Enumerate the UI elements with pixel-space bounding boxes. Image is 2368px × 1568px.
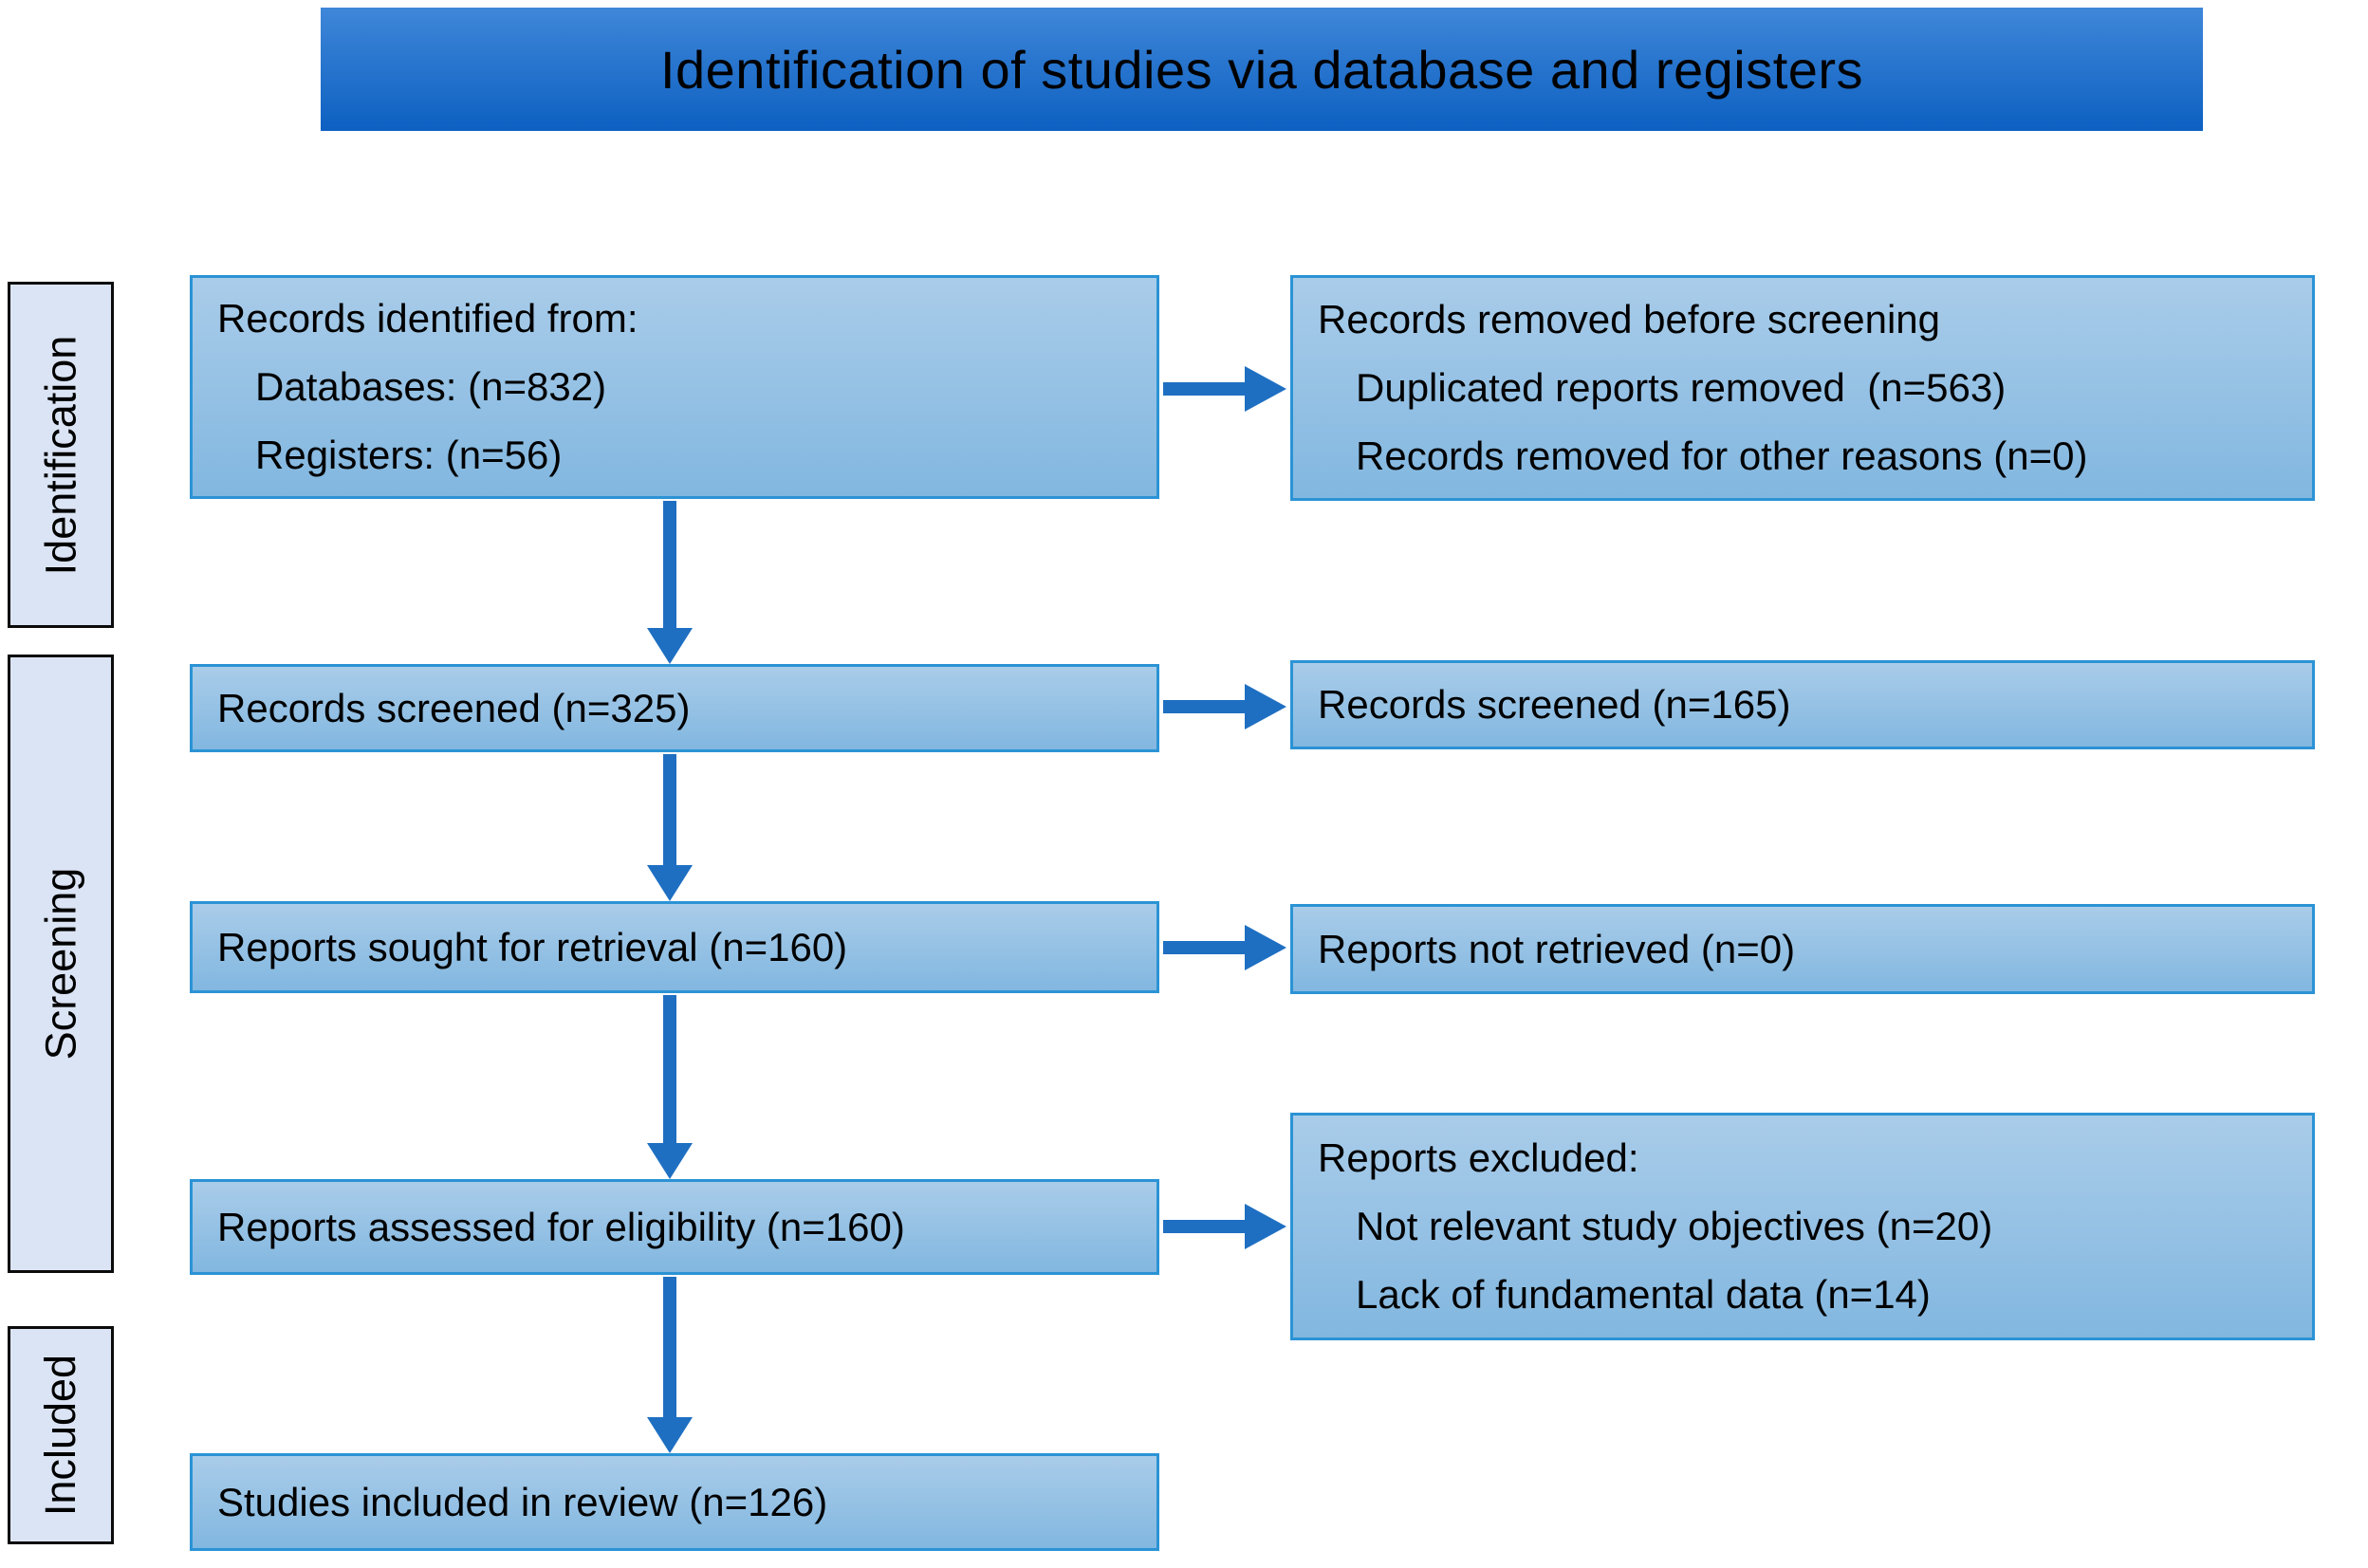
arrow-stem xyxy=(1163,941,1249,954)
records-screened-out-box: Records screened (n=165) xyxy=(1290,660,2315,749)
studies-included-box: Studies included in review (n=126) xyxy=(190,1453,1159,1551)
arrow-stem xyxy=(1163,1220,1249,1233)
box-text-line: Duplicated reports removed (n=563) xyxy=(1356,365,2007,410)
stage-label-screening: Screening xyxy=(8,655,114,1273)
box-text-line: Not relevant study objectives (n=20) xyxy=(1356,1204,1993,1248)
arrow-down-icon xyxy=(647,1277,693,1453)
stage-label-identification: Identification xyxy=(8,282,114,628)
arrow-head xyxy=(1245,1204,1286,1249)
arrow-down-icon xyxy=(647,501,693,664)
records-removed-box: Records removed before screening Duplica… xyxy=(1290,275,2315,501)
box-text-line: Records screened (n=165) xyxy=(1318,682,1791,727)
arrow-stem xyxy=(1163,700,1249,713)
arrow-head xyxy=(1245,366,1286,412)
arrow-stem xyxy=(663,754,676,865)
box-text-line: Reports assessed for eligibility (n=160) xyxy=(217,1204,905,1249)
stage-label-text: Screening xyxy=(36,867,85,1061)
diagram-title: Identification of studies via database a… xyxy=(659,39,1864,100)
box-text-line: Databases: (n=832) xyxy=(255,364,607,409)
arrow-right-icon xyxy=(1163,684,1286,729)
diagram-title-bar: Identification of studies via database a… xyxy=(321,8,2203,131)
reports-not-retrieved-box: Reports not retrieved (n=0) xyxy=(1290,904,2315,994)
arrow-head xyxy=(647,865,693,901)
arrow-right-icon xyxy=(1163,925,1286,970)
arrow-head xyxy=(1245,684,1286,729)
stage-label-included: Included xyxy=(8,1326,114,1544)
box-text-line: Records removed for other reasons (n=0) xyxy=(1356,434,2088,478)
arrow-down-icon xyxy=(647,995,693,1179)
reports-excluded-box: Reports excluded: Not relevant study obj… xyxy=(1290,1113,2315,1340)
box-text-line: Studies included in review (n=126) xyxy=(217,1479,828,1524)
reports-assessed-box: Reports assessed for eligibility (n=160) xyxy=(190,1179,1159,1275)
box-text-line: Lack of fundamental data (n=14) xyxy=(1356,1272,1931,1317)
box-text-line: Records removed before screening xyxy=(1318,297,1941,341)
arrow-stem xyxy=(1163,382,1249,396)
arrow-stem xyxy=(663,1277,676,1417)
box-text-line: Registers: (n=56) xyxy=(255,433,563,477)
arrow-head xyxy=(647,628,693,664)
box-text-line: Reports sought for retrieval (n=160) xyxy=(217,924,848,969)
arrow-stem xyxy=(663,501,676,628)
arrow-right-icon xyxy=(1163,1204,1286,1249)
stage-label-text: Included xyxy=(36,1354,85,1517)
arrow-head xyxy=(1245,925,1286,970)
reports-sought-box: Reports sought for retrieval (n=160) xyxy=(190,901,1159,993)
records-identified-box: Records identified from: Databases: (n=8… xyxy=(190,275,1159,499)
records-screened-box: Records screened (n=325) xyxy=(190,664,1159,752)
stage-label-text: Identification xyxy=(36,335,85,575)
arrow-right-icon xyxy=(1163,366,1286,412)
box-text-line: Records identified from: xyxy=(217,296,638,341)
box-text-line: Reports not retrieved (n=0) xyxy=(1318,926,1796,971)
arrow-stem xyxy=(663,995,676,1143)
arrow-down-icon xyxy=(647,754,693,901)
box-text-line: Reports excluded: xyxy=(1318,1135,1639,1180)
arrow-head xyxy=(647,1417,693,1453)
box-text-line: Records screened (n=325) xyxy=(217,685,691,730)
arrow-head xyxy=(647,1143,693,1179)
